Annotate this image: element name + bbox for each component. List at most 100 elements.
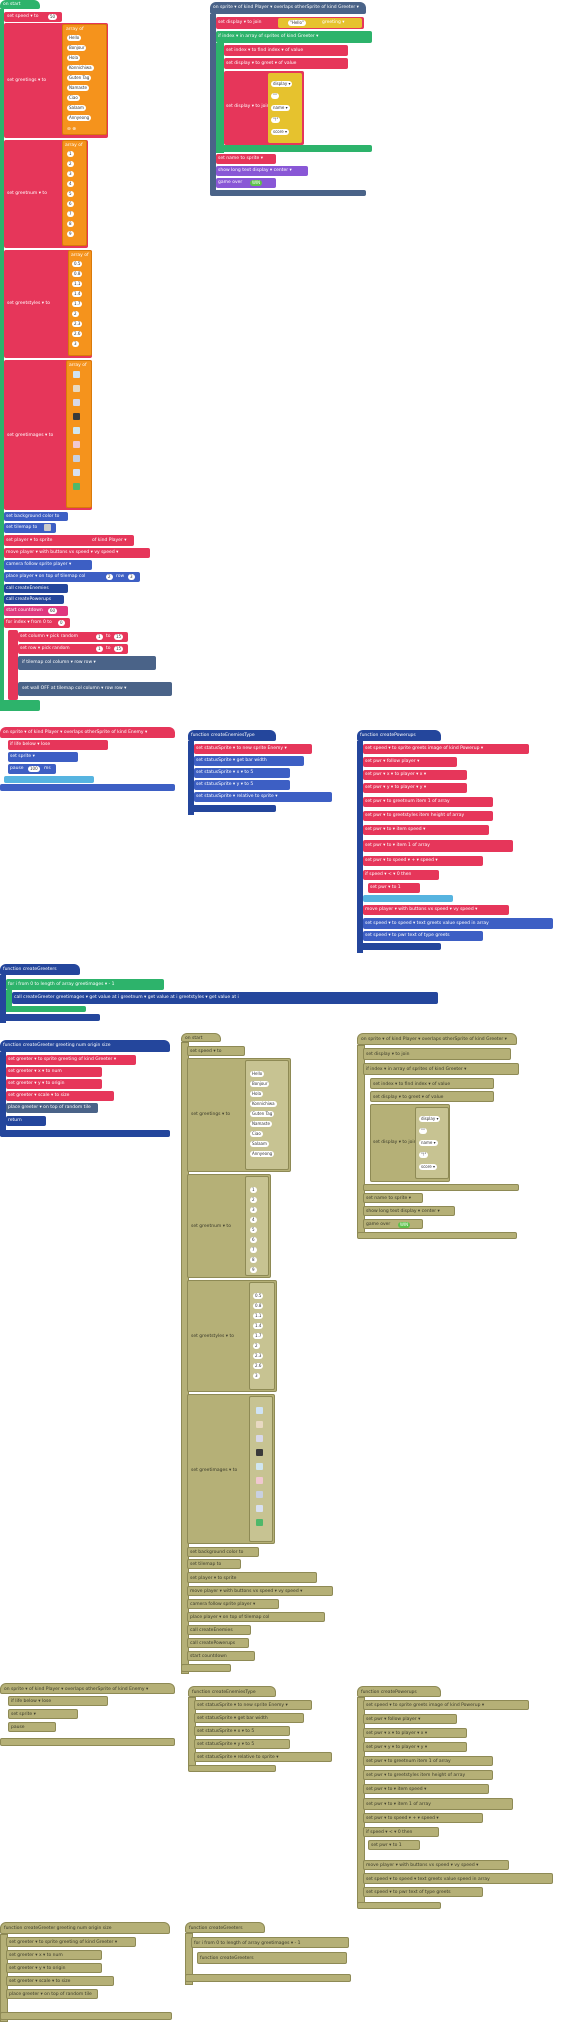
greetstyle-item[interactable]: 0.5 — [253, 1293, 264, 1299]
rand-max-value[interactable]: 15 — [114, 646, 124, 652]
disabled-set-display2[interactable]: set display ▾ to greet ▾ of value — [370, 1091, 494, 1102]
disabled-set-speed[interactable]: set speed ▾ to — [187, 1046, 245, 1056]
game-over-block[interactable]: game over WIN — [216, 178, 276, 188]
set-name-block[interactable]: set name to sprite ▾ — [216, 154, 276, 164]
greetimages-array[interactable]: array of — [66, 360, 92, 508]
disabled-call-enemies[interactable]: call createEnemies — [187, 1625, 251, 1635]
fn-powerups-line[interactable]: set pwr ▾ to ▾ item speed ▾ — [363, 825, 489, 835]
disabled-fn-greeters-hat[interactable]: function createGreeters — [185, 1922, 265, 1933]
join-item[interactable]: score ▾ — [271, 129, 290, 135]
greeting-item[interactable]: Namaste — [67, 85, 89, 91]
join-item[interactable]: display ▾ — [271, 81, 293, 87]
rand-min-value[interactable]: 1 — [96, 646, 103, 652]
disabled-set-sprite[interactable]: set sprite ▾ — [8, 1709, 78, 1719]
greetstyle-item[interactable]: 3 — [253, 1373, 260, 1379]
fn-greeter-line[interactable]: place greeter ▾ on top of random tile — [6, 1103, 98, 1113]
fn-powerups-line[interactable]: set pwr ▾ to greetstyles item height of … — [363, 811, 493, 821]
disabled-for-greeters[interactable]: for i from 0 to length of array greetima… — [191, 1937, 349, 1948]
return-block[interactable]: return — [6, 1116, 46, 1126]
disabled-fn-powerups-line[interactable]: set pwr ▾ y ▾ to player ▾ y ▾ — [363, 1742, 467, 1752]
place-col-value[interactable]: 2 — [106, 574, 113, 580]
disabled-set-display[interactable]: set display ▾ to join — [363, 1048, 511, 1060]
sword-icon[interactable] — [256, 1407, 263, 1414]
fn-powerups-line[interactable]: set pwr ▾ x ▾ to player ▾ x ▾ — [363, 770, 467, 780]
greetnum-item[interactable]: 9 — [67, 231, 74, 237]
greeting-item[interactable]: Hola — [67, 55, 81, 61]
set-speed-block[interactable]: set speed ▾ to 50 — [4, 12, 62, 22]
disabled-fn-greeter-hat[interactable]: function createGreeter greeting num orig… — [0, 1922, 170, 1934]
set-display3-block[interactable]: set display ▾ to join display ▾ "" name … — [224, 71, 304, 145]
on-start-hat[interactable]: on start — [0, 0, 40, 9]
figure-icon[interactable] — [256, 1421, 263, 1428]
greetnum-item[interactable]: 7 — [67, 211, 74, 217]
disabled-fn-powerups-hat[interactable]: function createPowerups — [357, 1686, 441, 1697]
greeting-item[interactable]: Bonjour — [67, 45, 87, 51]
greetnum-item[interactable]: 4 — [250, 1217, 257, 1223]
disabled-fn-enemies-line[interactable]: set statusSprite ▾ x ▾ to 5 — [194, 1726, 290, 1736]
set-sprite-block[interactable]: set sprite ▾ — [8, 752, 78, 762]
greetstyle-item[interactable]: 1.4 — [72, 291, 83, 297]
greetnum-item[interactable]: 3 — [67, 171, 74, 177]
fn-enemies-line[interactable]: set statusSprite ▾ get bar width — [194, 756, 304, 766]
robot-icon[interactable] — [73, 469, 80, 476]
disabled-fn-greeter-line[interactable]: set greeter ▾ y ▾ to origin — [6, 1963, 102, 1973]
greeting-item[interactable]: Konnichiwa — [67, 65, 94, 71]
greeting-item[interactable]: Annyeong — [250, 1151, 275, 1157]
bird-icon[interactable] — [73, 427, 80, 434]
join-item[interactable]: "" — [419, 1128, 427, 1134]
greetnum-item[interactable]: 9 — [250, 1267, 257, 1273]
fn-greeter-line[interactable]: set greeter ▾ to sprite greeting of kind… — [6, 1055, 136, 1065]
greetnum-item[interactable]: 7 — [250, 1247, 257, 1253]
globe-icon[interactable] — [73, 483, 80, 490]
greetstyle-item[interactable]: 0.8 — [253, 1303, 264, 1309]
fn-greeter-line[interactable]: set greeter ▾ y ▾ to origin — [6, 1079, 102, 1089]
place-row-value[interactable]: 3 — [128, 574, 135, 580]
fn-powerups-line[interactable]: set pwr ▾ y ▾ to player ▾ y ▾ — [363, 783, 467, 793]
if-lives-block[interactable]: if life below ▾ lose — [8, 740, 108, 750]
fn-enemies-line[interactable]: set statusSprite ▾ x ▾ to 5 — [194, 768, 290, 778]
disabled-fn-powerups-line[interactable]: set speed ▾ to speed ▾ text greets value… — [363, 1873, 553, 1884]
fn-powerups-line[interactable]: set speed ▾ to sprite greets image of ki… — [363, 744, 529, 754]
greetstyle-item[interactable]: 1.4 — [253, 1323, 264, 1329]
fn-enemies-line[interactable]: set statusSprite ▾ relative to sprite ▾ — [194, 792, 332, 802]
fn-powerups-line[interactable]: set pwr ▾ to greetnum item 1 of array — [363, 797, 493, 807]
join-item[interactable]: "" — [271, 93, 279, 99]
box-icon[interactable] — [73, 455, 80, 462]
disabled-set-tilemap[interactable]: set tilemap to — [187, 1559, 241, 1569]
greetnum-array[interactable]: array of 1 2 3 4 5 6 7 8 9 — [62, 140, 87, 246]
disabled-fn-powerups-line[interactable]: set pwr ▾ to ▾ item speed ▾ — [363, 1784, 489, 1794]
greeting-item[interactable]: Annyeong — [67, 115, 92, 121]
heart-icon[interactable] — [256, 1477, 263, 1484]
set-display-block[interactable]: set display ▾ to join "Hello" greeting ▾ — [216, 17, 364, 29]
countdown-value[interactable]: 60 — [48, 608, 58, 614]
fn-powerups-line[interactable]: set pwr ▾ to speed ▾ + ▾ speed ▾ — [363, 856, 483, 866]
overlap-hat[interactable]: on sprite ▾ of kind Player ▾ overlaps ot… — [210, 2, 366, 14]
greeting-item[interactable]: Hello — [250, 1071, 265, 1077]
join-block[interactable]: "Hello" greeting ▾ — [278, 18, 362, 28]
join-item[interactable]: score ▾ — [419, 1164, 438, 1170]
greeting-item[interactable]: Hello — [67, 35, 82, 41]
greetings-array[interactable]: array of Hello Bonjour Hola Konnichiwa G… — [62, 24, 107, 135]
disabled-fn-greeter-line[interactable]: place greeter ▾ on top of random tile — [6, 1989, 98, 1999]
fn-enemies-line[interactable]: set statusSprite ▾ to new sprite Enemy ▾ — [194, 744, 312, 754]
disabled-start-countdown[interactable]: start countdown — [187, 1651, 255, 1661]
speed-value[interactable]: 50 — [48, 14, 58, 20]
pause-block[interactable]: pause 100 ms — [8, 764, 56, 774]
greetstyle-item[interactable]: 1.7 — [72, 301, 83, 307]
greetnum-item[interactable]: 6 — [250, 1237, 257, 1243]
disabled-fn-enemies-line[interactable]: set statusSprite ▾ y ▾ to 5 — [194, 1739, 290, 1749]
bird-icon[interactable] — [256, 1463, 263, 1470]
fn-greeter-hat[interactable]: function createGreeter greeting num orig… — [0, 1040, 170, 1052]
disabled-set-name[interactable]: set name to sprite ▾ — [363, 1193, 423, 1203]
disabled-fn-greeter-line[interactable]: set greeter ▾ scale ▾ to size — [6, 1976, 114, 1986]
robot-icon[interactable] — [256, 1505, 263, 1512]
fn-greeters-hat[interactable]: function createGreeters — [0, 964, 80, 975]
greetnum-item[interactable]: 2 — [67, 161, 74, 167]
greetnum-item[interactable]: 8 — [250, 1257, 257, 1263]
greeting-item[interactable]: Namaste — [250, 1121, 272, 1127]
set-index2-block[interactable]: set index ▾ to find index ▾ of value — [224, 45, 348, 56]
join-item[interactable]: name ▾ — [271, 105, 290, 111]
fn-powerups-line[interactable]: set pwr ▾ follow player ▾ — [363, 757, 457, 767]
ball-icon[interactable] — [256, 1449, 263, 1456]
call-enemies-block[interactable]: call createEnemies — [4, 584, 68, 593]
